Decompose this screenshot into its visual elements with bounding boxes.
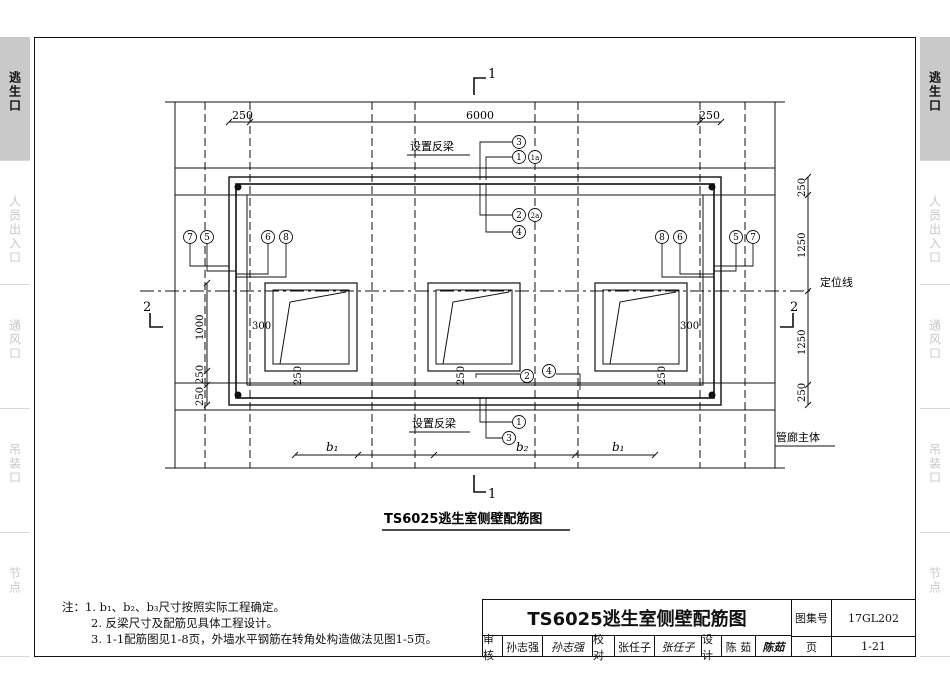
label-pipe-body: 管廊主体 [776, 430, 820, 444]
opening-middle [427, 282, 521, 372]
dim-b1-right: b₁ [612, 440, 625, 454]
dim-left-250: 250 [232, 109, 253, 122]
note-1: 注：1. b₁、b₂、b₃尺寸按照实际工程确定。 [62, 600, 286, 614]
sidebar-item-hoisting-right[interactable]: 吊装口 [920, 409, 950, 533]
sidebar-item-escape-right[interactable]: 逃生口 [920, 37, 950, 161]
dim-opening-250-r: 250 [657, 366, 668, 385]
dim-b1-left: b₁ [326, 440, 339, 454]
sidebar-item-node[interactable]: 节点 [0, 533, 30, 657]
marker-1a-top: 1a [531, 154, 540, 162]
marker-bottom-4: 4 [546, 367, 552, 377]
title-block-title: TS6025逃生室侧壁配筋图 [483, 600, 792, 636]
marker-bottom-3: 3 [506, 434, 512, 444]
opening-right [594, 282, 688, 372]
marker-right-6: 6 [677, 233, 683, 243]
opening-left [264, 282, 358, 372]
dim-right-250: 250 [699, 109, 720, 122]
dim-v-1250-a: 1250 [797, 233, 808, 258]
marker-bottom-2: 2 [524, 372, 530, 382]
marker-right-7: 7 [750, 233, 756, 243]
note-3: 3. 1-1配筋图见1-8页，外墙水平钢筋在转角处构造做法见图1-5页。 [91, 632, 438, 646]
sidebar-item-personnel[interactable]: 人员出入口 [0, 161, 30, 285]
sidebar-item-hoisting[interactable]: 吊装口 [0, 409, 30, 533]
right-sidebar: 逃生口 人员出入口 通风口 吊装口 节点 [920, 37, 950, 657]
dim-opening-250-l: 250 [293, 366, 304, 385]
design-label: 设计 [702, 633, 722, 662]
section-bottom-label: 1 [488, 487, 496, 502]
design-signature: 陈茹 [756, 636, 792, 657]
review-label: 审核 [483, 633, 503, 662]
label-beam-bottom: 设置反梁 [412, 416, 456, 430]
drawing-title: TS6025逃生室侧壁配筋图 [384, 511, 542, 527]
section-top-label: 1 [488, 67, 496, 82]
notes: 注：1. b₁、b₂、b₃尺寸按照实际工程确定。 2. 反梁尺寸及配筋见具体工程… [62, 599, 437, 647]
dim-v-250-bottom: 250 [797, 383, 808, 402]
marker-left-7: 7 [187, 233, 193, 243]
marker-left-6: 6 [265, 233, 271, 243]
sidebar-item-personnel-right[interactable]: 人员出入口 [920, 161, 950, 285]
sidebar-item-node-right[interactable]: 节点 [920, 533, 950, 657]
marker-1-top: 1 [516, 153, 522, 163]
marker-3-top: 3 [516, 138, 522, 148]
review-signature: 孙志强 [543, 636, 593, 657]
marker-4-top: 4 [516, 228, 522, 238]
dim-left-250-a: 250 [195, 365, 206, 384]
dim-v-250-top: 250 [797, 178, 808, 197]
review-name: 孙志强 [503, 636, 543, 657]
sidebar-item-ventilation-right[interactable]: 通风口 [920, 285, 950, 409]
marker-left-8: 8 [283, 233, 289, 243]
label-position-line: 定位线 [820, 275, 853, 289]
marker-right-5: 5 [733, 233, 739, 243]
left-sidebar: 逃生口 人员出入口 通风口 吊装口 节点 [0, 37, 30, 657]
dim-opening-250-m: 250 [456, 366, 467, 385]
marker-2a-top: 2a [531, 212, 540, 220]
design-name: 陈 茹 [722, 636, 756, 657]
marker-right-8: 8 [659, 233, 665, 243]
section-right-label: 2 [790, 300, 798, 315]
page-label: 页 [792, 636, 832, 657]
dim-left-1000: 1000 [195, 315, 206, 340]
title-block: TS6025逃生室侧壁配筋图 图集号 17GL202 审核 孙志强 孙志强 校对… [482, 599, 916, 662]
sidebar-item-escape[interactable]: 逃生口 [0, 37, 30, 161]
dim-left-300: 300 [252, 321, 271, 332]
marker-2-top: 2 [516, 211, 522, 221]
atlas-number: 17GL202 [832, 600, 916, 636]
dim-b2: b₂ [516, 440, 529, 454]
label-beam-top: 设置反梁 [410, 139, 454, 153]
note-2: 2. 反梁尺寸及配筋见具体工程设计。 [91, 616, 279, 630]
marker-bottom-1: 1 [516, 418, 522, 428]
sidebar-item-ventilation[interactable]: 通风口 [0, 285, 30, 409]
check-signature: 张任子 [655, 636, 702, 657]
section-left-label: 2 [143, 300, 151, 315]
check-name: 张任子 [615, 636, 655, 657]
dim-v-1250-b: 1250 [797, 330, 808, 355]
marker-left-5: 5 [204, 233, 210, 243]
dim-overall: 6000 [466, 109, 494, 122]
drawing-frame [34, 37, 916, 657]
dim-right-300: 300 [680, 321, 699, 332]
dim-left-250-b: 250 [195, 387, 206, 406]
atlas-label: 图集号 [792, 600, 832, 636]
check-label: 校对 [593, 633, 615, 662]
page-number: 1-21 [832, 636, 916, 657]
